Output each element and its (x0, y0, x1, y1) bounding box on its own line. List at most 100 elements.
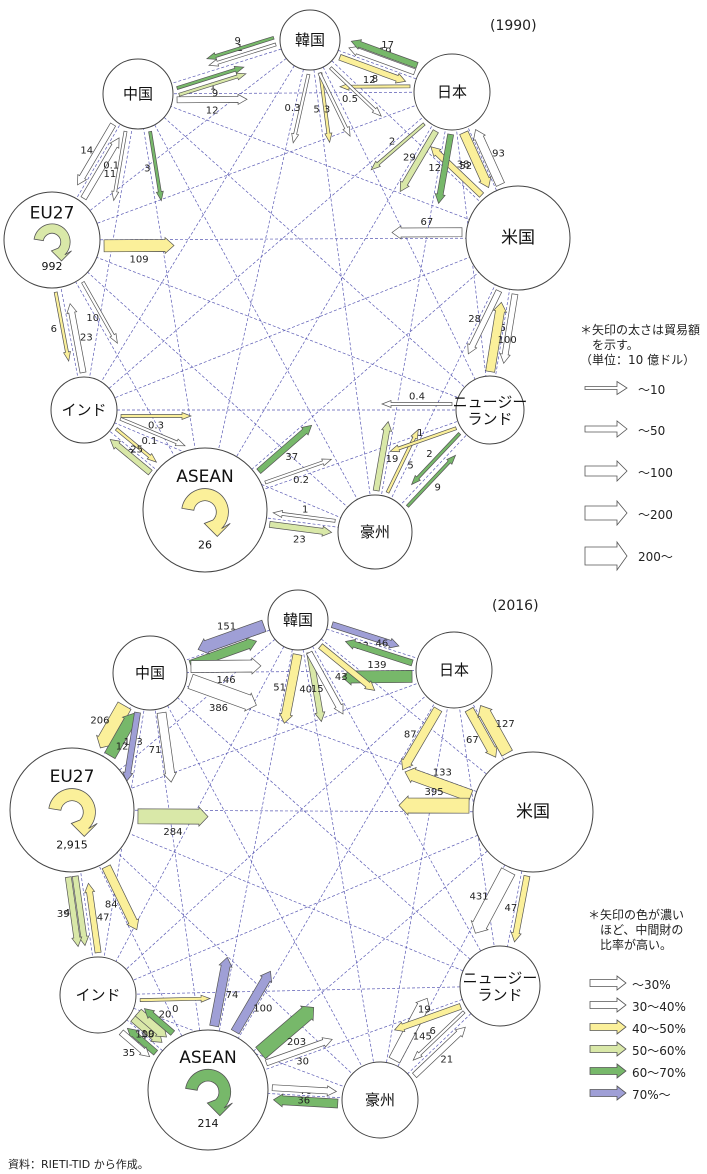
flow-arrow-au-jp (372, 420, 393, 492)
link-line (204, 39, 311, 511)
node-label-au: 豪州 (365, 1091, 395, 1109)
flow-arrow-in-eu (66, 302, 87, 374)
flow-arrow-us-au (467, 289, 503, 355)
flow-value-label: 1 (417, 428, 423, 439)
flow-arrow-cn-eu (77, 122, 117, 186)
flow-value-label: 146 (217, 675, 236, 686)
node-eu (9, 747, 135, 873)
self-trade-arrow-asean (181, 488, 231, 537)
link-line (51, 239, 376, 533)
flow-value-label: 47 (97, 913, 110, 924)
link-line (207, 985, 501, 1091)
flow-value-label: 67 (466, 735, 479, 746)
node-us (472, 751, 594, 873)
self-trade-value-eu: 992 (42, 260, 63, 273)
node-label-nz: ニュージー (463, 969, 538, 987)
flow-value-label: 25 (130, 444, 143, 455)
legend-color-label-6: 70%～ (632, 1088, 671, 1102)
flow-arrow-eu-in (64, 876, 83, 948)
link-line (207, 1089, 381, 1101)
link-line (379, 669, 455, 1101)
legend-color-arrow-2 (589, 997, 627, 1013)
flow-value-label: 0.2 (293, 475, 309, 486)
source-note: 資料：RIETI-TID から作成。 (8, 1158, 149, 1171)
legend-width-label-2: ～50 (638, 424, 666, 438)
flow-value-label: 284 (163, 827, 182, 838)
link-line (97, 619, 299, 996)
legend-width-arrow-3 (584, 460, 628, 482)
node-label-in: インド (61, 401, 106, 419)
flow-arrow-eu-us (137, 806, 209, 827)
flow-value-label: 0.5 (342, 94, 358, 105)
flow-value-label: 0.4 (409, 392, 425, 403)
flow-value-label: 395 (425, 787, 444, 798)
flow-value-label: 0.3 (285, 103, 301, 114)
flow-arrow-kr-asean (291, 73, 311, 144)
flow-arrow-nz-in (381, 399, 453, 409)
flow-value-label: 9 (435, 483, 441, 494)
flow-arrow-jp-in (370, 122, 426, 171)
flow-arrow-asean-kr (209, 956, 233, 1028)
flow-arrow-jp-kr (350, 39, 419, 69)
flow-value-label: 39 (57, 909, 70, 920)
flow-value-label: 12 (363, 75, 376, 86)
link-line (149, 672, 381, 1101)
node-us (465, 185, 571, 291)
link-line (137, 93, 206, 511)
flow-arrow-jp-kr (344, 639, 414, 667)
flow-value-label: 51 (273, 683, 286, 694)
node-cn (102, 58, 174, 130)
legend-width-arrow-5 (584, 540, 628, 572)
year-label-1990: (1990) (490, 18, 537, 34)
flow-arrow-nz-asean (389, 426, 458, 453)
flow-value-label: 133 (433, 768, 452, 779)
flow-value-label: 52 (459, 161, 472, 172)
node-kr (279, 9, 341, 71)
flow-value-label: 3 (324, 104, 330, 115)
flow-arrow-us-eu (391, 225, 463, 240)
flow-value-label: 23 (80, 332, 93, 343)
legend-width-arrows (584, 380, 628, 572)
flow-arrow-au-nz (405, 454, 457, 508)
flow-arrow-us-eu (398, 795, 470, 816)
flow-arrow-asean-au (271, 1084, 338, 1097)
flow-value-label: 29 (403, 152, 416, 163)
legend-width-note: ＊矢印の太さは貿易額 を示す。 （単位：10 億ドル） (580, 323, 701, 367)
legend-width-label-1: ～10 (638, 383, 666, 397)
flow-value-label: 19 (142, 1029, 155, 1040)
flow-arrow-kr-cn (205, 35, 275, 60)
flow-arrow-in-nz (120, 411, 192, 421)
flow-arrow-asean-nz (264, 458, 333, 485)
flow-arrow-us-au (470, 867, 516, 934)
flow-arrow-asean-in (126, 1027, 159, 1056)
flow-value-label: 93 (492, 148, 505, 159)
flow-arrow-nz-au (412, 1010, 466, 1061)
flow-value-label: 0.1 (141, 436, 157, 447)
legend-color-arrow-5 (589, 1063, 627, 1079)
flow-value-label: 10 (86, 313, 99, 324)
flow-arrow-cn-in (111, 130, 128, 202)
flow-arrow-in-nz (139, 994, 212, 1003)
self-trade-value-asean: 214 (198, 1117, 219, 1130)
flow-arrow-eu-us (103, 236, 175, 255)
link-line (204, 237, 519, 511)
self-trade-arrow-eu (48, 788, 98, 837)
flow-arrow-us-nz (499, 293, 519, 365)
flow-value-label: 37 (285, 452, 298, 463)
node-label-nz: ランド (467, 410, 512, 428)
node-asean (142, 447, 268, 573)
flow-value-label: 2 (426, 449, 432, 460)
flow-arrow-jp-asean (401, 706, 443, 771)
flow-arrow-us-nz (510, 874, 531, 943)
link-line (309, 39, 491, 411)
flow-value-label: 35 (123, 1048, 136, 1059)
flow-arrow-au-us (388, 997, 431, 1064)
legend-color-label-2: 30～40% (632, 1000, 686, 1014)
legend-width-arrow-2 (584, 420, 628, 438)
legend-color-arrow-1 (589, 975, 627, 991)
flow-arrow-asean-nz (264, 1037, 333, 1067)
flow-value-label: 47 (505, 903, 518, 914)
self-trade-value-eu: 2,915 (56, 838, 88, 851)
self-trade-arrow-asean (185, 1068, 233, 1117)
flow-arrow-nz-asean (393, 1003, 463, 1033)
